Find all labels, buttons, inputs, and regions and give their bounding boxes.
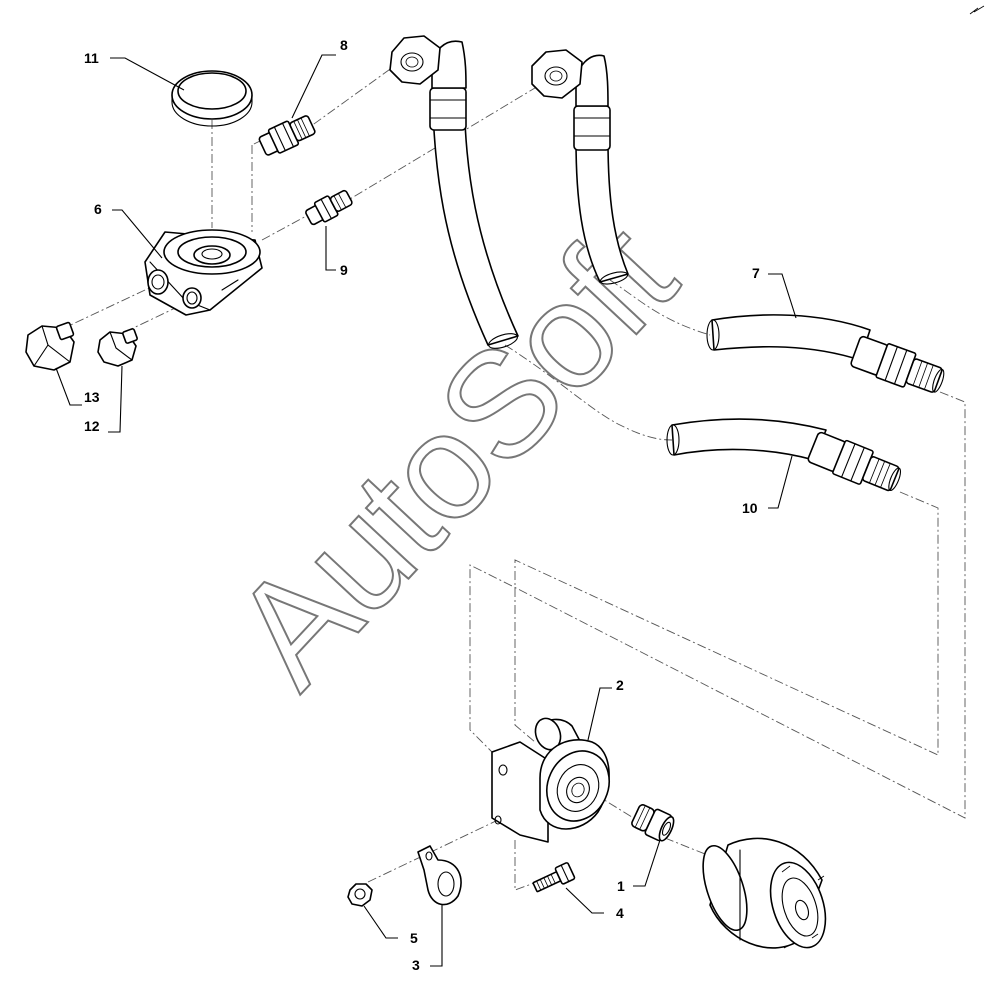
watermark-text: AutoSoft [201,192,706,717]
callout-7: 7 [752,265,760,281]
callout-1: 1 [617,878,625,894]
adapter-housing-part [144,229,263,316]
o-ring-part [171,70,253,127]
callout-5: 5 [410,930,418,946]
callout-4: 4 [616,905,624,921]
callout-6: 6 [94,201,102,217]
callout-13: 13 [84,389,100,405]
callout-11: 11 [84,50,99,66]
hose-right-part [531,49,629,285]
hose-7-part [706,314,945,393]
hose-left-part [389,35,519,349]
filter-head-part [491,717,610,843]
callout-labels: 11 8 6 9 7 10 13 12 2 1 4 5 3 [84,37,760,973]
large-plug-part [25,321,75,371]
callout-10: 10 [742,500,758,516]
clamp-part [417,845,462,906]
callout-8: 8 [340,37,348,53]
nut-part [347,883,373,907]
assembly-lines [59,61,966,891]
leader-lines [55,54,797,967]
bolt-part [532,862,576,893]
nipple-fitting-part [305,189,353,226]
callout-3: 3 [412,957,420,973]
callout-2: 2 [616,677,624,693]
callout-12: 12 [84,418,100,434]
adapter-fitting-part [258,115,316,156]
hose-10-part [666,418,902,492]
corner-mark [969,5,985,15]
oil-filter-part [702,837,827,949]
callout-9: 9 [340,262,348,278]
threaded-nipple-part [631,804,675,842]
small-plug-part [97,328,138,367]
